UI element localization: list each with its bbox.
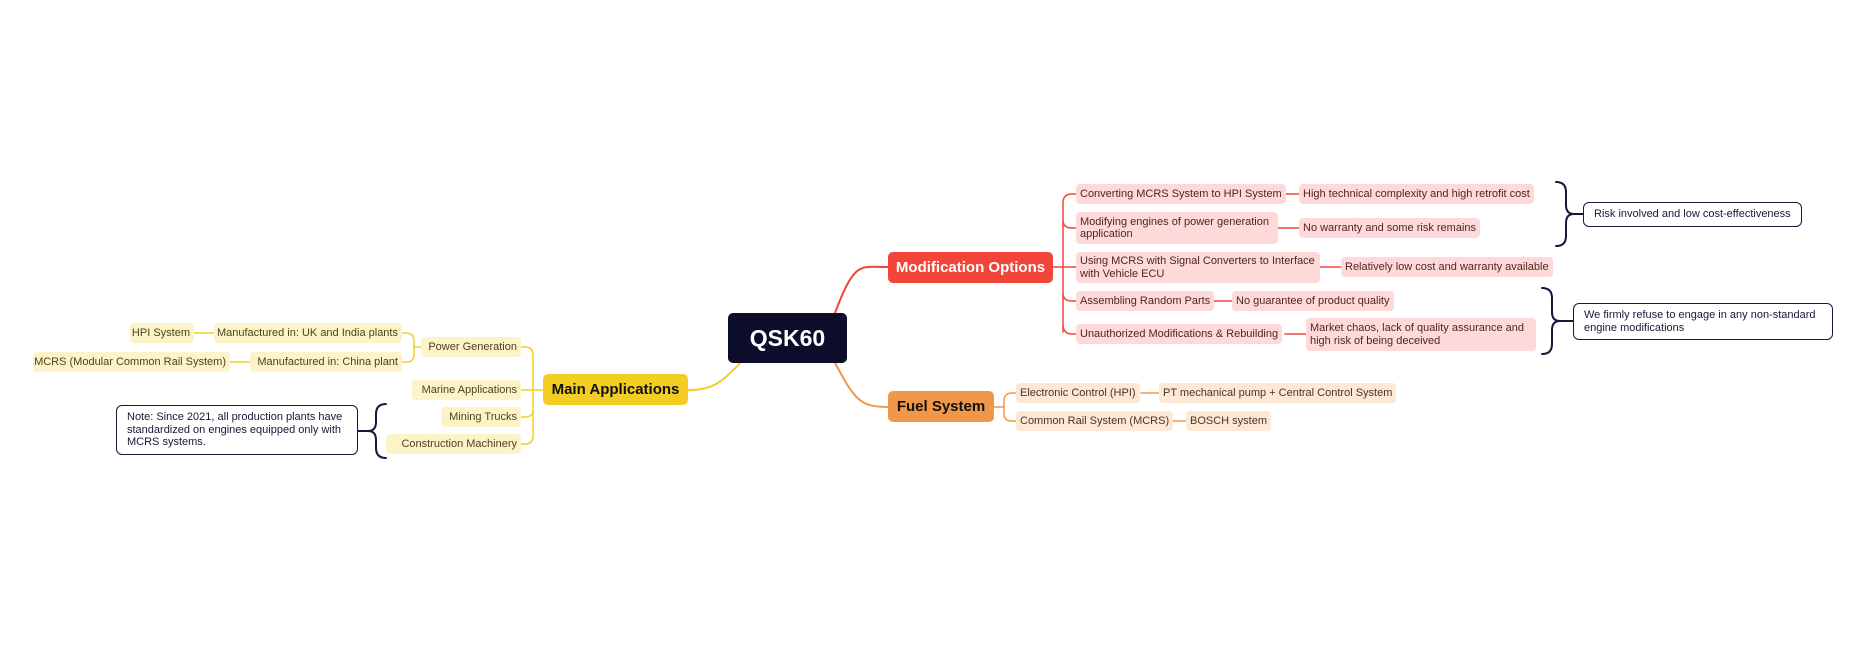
power-gen-china[interactable]: Manufactured in: China plant xyxy=(250,352,402,372)
power-gen-uk-india[interactable]: Manufactured in: UK and India plants xyxy=(214,323,402,343)
link-mod-details xyxy=(1209,193,1342,335)
branch-modification-options[interactable]: Modification Options xyxy=(888,252,1053,283)
mod-item-converting[interactable]: Converting MCRS System to HPI System xyxy=(1076,184,1286,204)
link-app-spine xyxy=(520,346,544,445)
mod-detail-no-warranty[interactable]: No warranty and some risk remains xyxy=(1299,218,1481,238)
mod-item-signal-converters[interactable]: Using MCRS with Signal Converters to Int… xyxy=(1076,252,1320,283)
mod-detail-high-complexity[interactable]: High technical complexity and high retro… xyxy=(1299,184,1534,204)
note-mcrs-standardization[interactable]: Note: Since 2021, all production plants … xyxy=(116,405,358,455)
mod-detail-market-chaos[interactable]: Market chaos, lack of quality assurance … xyxy=(1306,318,1536,351)
mod-item-unauthorized[interactable]: Unauthorized Modifications & Rebuilding xyxy=(1076,324,1283,344)
root-node[interactable]: QSK60 xyxy=(728,313,847,363)
link-mod-spine xyxy=(1052,193,1077,335)
fuel-detail-pt-pump[interactable]: PT mechanical pump + Central Control Sys… xyxy=(1159,383,1397,403)
bracket-risk xyxy=(1555,181,1584,247)
fuel-item-electronic-control[interactable]: Electronic Control (HPI) xyxy=(1016,383,1140,403)
power-gen-hpi-system[interactable]: HPI System xyxy=(130,323,194,343)
summary-refuse[interactable]: We firmly refuse to engage in any non-st… xyxy=(1573,303,1833,340)
link-root-applications xyxy=(687,362,741,391)
fuel-item-common-rail[interactable]: Common Rail System (MCRS) xyxy=(1016,411,1174,431)
link-power-gen xyxy=(401,332,422,363)
mod-detail-low-cost[interactable]: Relatively low cost and warranty availab… xyxy=(1341,257,1553,277)
app-construction-machinery[interactable]: Construction Machinery xyxy=(386,434,521,454)
link-fuel-spine xyxy=(993,392,1017,422)
link-power-gen-details xyxy=(193,332,251,363)
link-root-modification xyxy=(834,265,889,314)
branch-main-applications[interactable]: Main Applications xyxy=(543,374,688,405)
mod-item-random-parts[interactable]: Assembling Random Parts xyxy=(1076,291,1215,311)
link-root-fuel xyxy=(834,362,889,408)
app-marine[interactable]: Marine Applications xyxy=(412,380,521,400)
app-mining-trucks[interactable]: Mining Trucks xyxy=(441,407,521,427)
mod-item-modifying[interactable]: Modifying engines of power generation ap… xyxy=(1076,212,1278,244)
mod-detail-no-guarantee[interactable]: No guarantee of product quality xyxy=(1232,291,1394,311)
bracket-refuse xyxy=(1541,287,1574,355)
summary-risk[interactable]: Risk involved and low cost-effectiveness xyxy=(1583,202,1802,227)
power-gen-mcrs[interactable]: MCRS (Modular Common Rail System) xyxy=(33,352,230,372)
branch-fuel-system[interactable]: Fuel System xyxy=(888,391,994,422)
app-power-generation[interactable]: Power Generation xyxy=(421,337,521,357)
fuel-detail-bosch[interactable]: BOSCH system xyxy=(1186,411,1272,431)
bracket-note xyxy=(357,403,387,459)
